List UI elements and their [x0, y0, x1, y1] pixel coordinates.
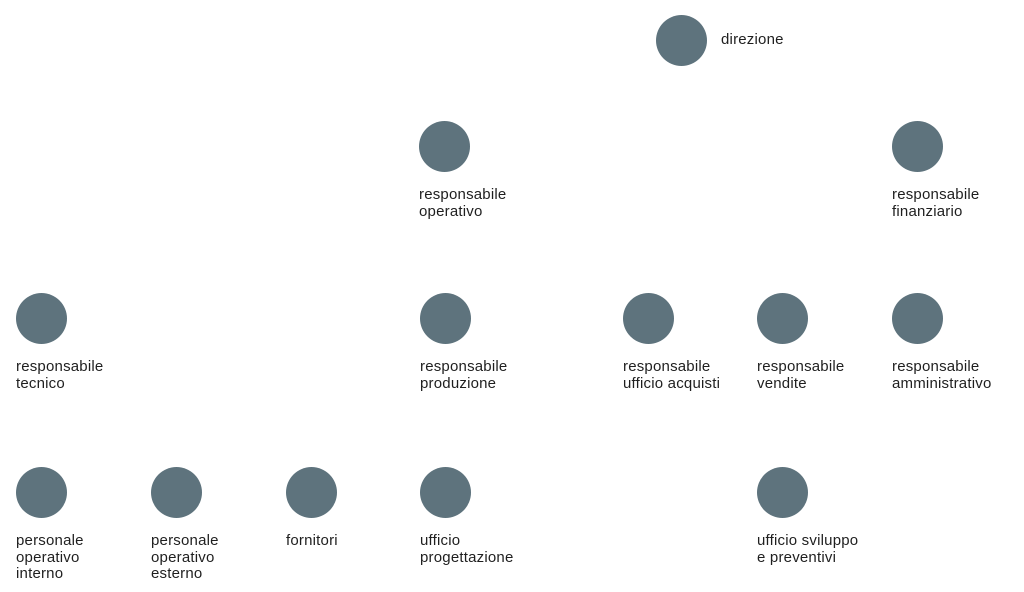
- node-label: responsabile finanziario: [892, 186, 980, 220]
- node-responsabile-operativo: responsabile operativo: [419, 121, 609, 220]
- node-circle-icon: [420, 467, 471, 518]
- node-responsabile-vendite: responsabile vendite: [757, 293, 947, 392]
- node-circle-icon: [286, 467, 337, 518]
- node-circle-icon: [892, 293, 943, 344]
- node-responsabile-tecnico: responsabile tecnico: [16, 293, 206, 392]
- node-label: direzione: [721, 31, 784, 49]
- node-label: personale operativo interno: [16, 532, 84, 582]
- node-label: ufficio progettazione: [420, 532, 514, 566]
- node-responsabile-finanziario: responsabile finanziario: [892, 121, 1024, 220]
- node-ufficio-progettazione: ufficio progettazione: [420, 467, 610, 566]
- node-fornitori: fornitori: [286, 467, 476, 550]
- node-label: responsabile vendite: [757, 358, 845, 392]
- node-circle-icon: [419, 121, 470, 172]
- node-label: responsabile operativo: [419, 186, 507, 220]
- node-circle-icon: [420, 293, 471, 344]
- node-circle-icon: [892, 121, 943, 172]
- node-circle-icon: [623, 293, 674, 344]
- node-label: ufficio sviluppo e preventivi: [757, 532, 859, 566]
- node-label: responsabile amministrativo: [892, 358, 992, 392]
- node-circle-icon: [757, 293, 808, 344]
- node-circle-icon: [757, 467, 808, 518]
- node-label: responsabile tecnico: [16, 358, 104, 392]
- node-label: responsabile produzione: [420, 358, 508, 392]
- node-responsabile-produzione: responsabile produzione: [420, 293, 610, 392]
- node-personale-operativo-interno: personale operativo interno: [16, 467, 206, 583]
- node-personale-operativo-esterno: personale operativo esterno: [151, 467, 341, 583]
- node-responsabile-amministrativo: responsabile amministrativo: [892, 293, 1024, 392]
- node-label: responsabile ufficio acquisti: [623, 358, 721, 392]
- node-label: fornitori: [286, 532, 338, 549]
- node-label: personale operativo esterno: [151, 532, 219, 582]
- node-circle-icon: [151, 467, 202, 518]
- node-responsabile-ufficio-acquisti: responsabile ufficio acquisti: [623, 293, 813, 392]
- node-ufficio-sviluppo-e-preventivi: ufficio sviluppo e preventivi: [757, 467, 947, 566]
- node-circle-icon: [656, 15, 707, 66]
- node-circle-icon: [16, 467, 67, 518]
- node-direzione: direzione: [656, 15, 846, 66]
- node-circle-icon: [16, 293, 67, 344]
